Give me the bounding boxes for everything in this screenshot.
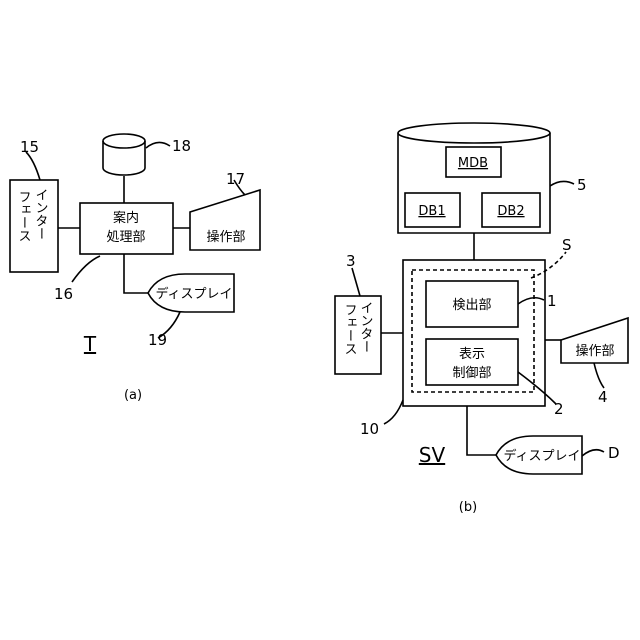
operation-label-b: 操作部 bbox=[575, 343, 614, 359]
caption-a: (a) bbox=[124, 388, 142, 403]
display-control-line2: 制御部 bbox=[452, 366, 491, 381]
link-processor-display bbox=[124, 254, 148, 293]
interface-label-b-line1: インター bbox=[358, 301, 373, 353]
leader-D bbox=[582, 450, 604, 456]
display-control-line1: 表示 bbox=[459, 347, 485, 362]
leader-10 bbox=[384, 400, 403, 424]
leader-1 bbox=[518, 298, 544, 304]
server-label: SV bbox=[419, 443, 446, 467]
leader-16 bbox=[72, 256, 100, 282]
ref-5: 5 bbox=[577, 176, 587, 194]
link-server-display bbox=[467, 406, 496, 455]
interface-label-b-line2: フェース bbox=[342, 303, 357, 355]
display-label-a: ディスプレイ bbox=[155, 286, 232, 302]
ref-18: 18 bbox=[172, 137, 191, 155]
caption-b: (b) bbox=[459, 500, 477, 515]
display-label-b: ディスプレイ bbox=[503, 448, 580, 464]
leader-3 bbox=[352, 268, 360, 296]
leader-5 bbox=[550, 181, 574, 186]
db2-label: DB2 bbox=[497, 204, 524, 219]
ref-3: 3 bbox=[346, 252, 356, 270]
ref-15: 15 bbox=[20, 138, 39, 156]
ref-19: 19 bbox=[148, 331, 167, 349]
ref-10: 10 bbox=[360, 420, 379, 438]
leader-S bbox=[531, 252, 566, 278]
processor-label-line2: 処理部 bbox=[106, 230, 145, 245]
ref-17: 17 bbox=[226, 170, 245, 188]
interface-label-a-line1: インター bbox=[33, 188, 48, 240]
ref-1: 1 bbox=[547, 292, 557, 310]
storage-cylinder bbox=[103, 134, 145, 175]
leader-18 bbox=[146, 142, 170, 148]
ref-2: 2 bbox=[554, 400, 564, 418]
mdb-label: MDB bbox=[458, 156, 488, 171]
leader-4 bbox=[594, 363, 604, 388]
interface-label-a-line2: フェース bbox=[16, 190, 31, 242]
db1-label: DB1 bbox=[418, 204, 445, 219]
detector-label: 検出部 bbox=[452, 298, 491, 313]
processor-label-line1: 案内 bbox=[113, 210, 139, 226]
ref-16: 16 bbox=[54, 285, 73, 303]
leader-2 bbox=[518, 372, 556, 404]
server-box bbox=[403, 260, 545, 406]
ref-4: 4 bbox=[598, 388, 608, 406]
ref-D: D bbox=[608, 444, 620, 462]
ref-S: S bbox=[562, 236, 572, 254]
terminal-label: T bbox=[83, 332, 97, 356]
operation-label-a: 操作部 bbox=[206, 229, 245, 245]
leader-15 bbox=[26, 152, 40, 180]
